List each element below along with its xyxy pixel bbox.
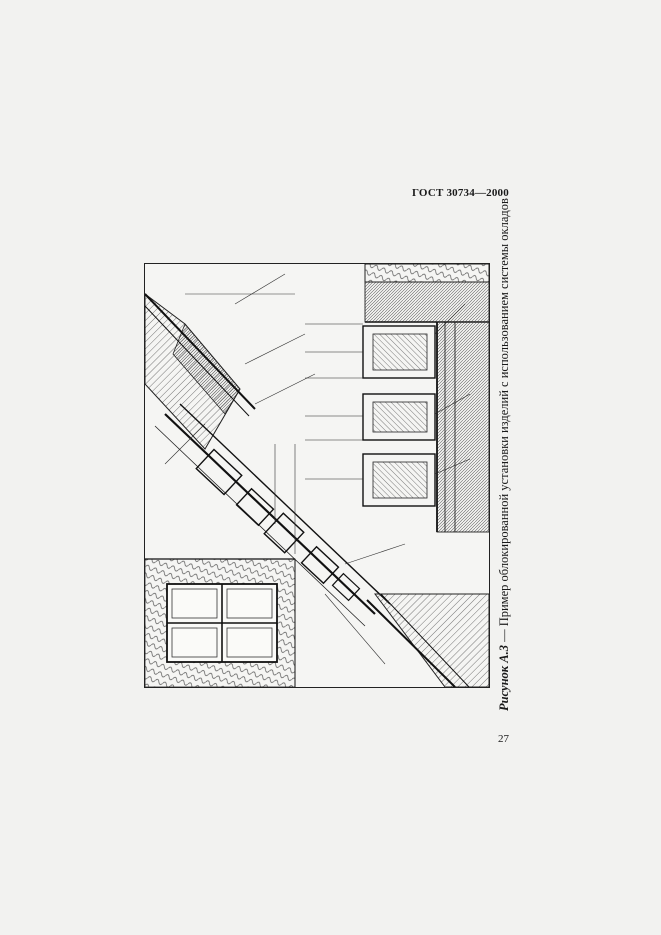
- caption-label: Рисунок А.3: [497, 645, 511, 711]
- dimension-lines: [164, 273, 406, 665]
- page-number: 27: [498, 733, 509, 745]
- window-elevation: [145, 558, 296, 687]
- caption-dash: —: [497, 626, 511, 646]
- caption-text: Пример облокированной установки изделий …: [497, 198, 511, 627]
- roof-section-upper: [145, 293, 256, 450]
- figure-caption: Рисунок А.3 — Пример облокированной уста…: [497, 198, 512, 711]
- technical-drawing: [144, 263, 490, 688]
- window-profile-diagonal: [154, 403, 391, 627]
- drawing-canvas: [145, 264, 489, 687]
- vertical-section-right: [305, 264, 489, 533]
- page-header: ГОСТ 30734—2000: [412, 187, 509, 199]
- roof-section-lower: [366, 593, 489, 687]
